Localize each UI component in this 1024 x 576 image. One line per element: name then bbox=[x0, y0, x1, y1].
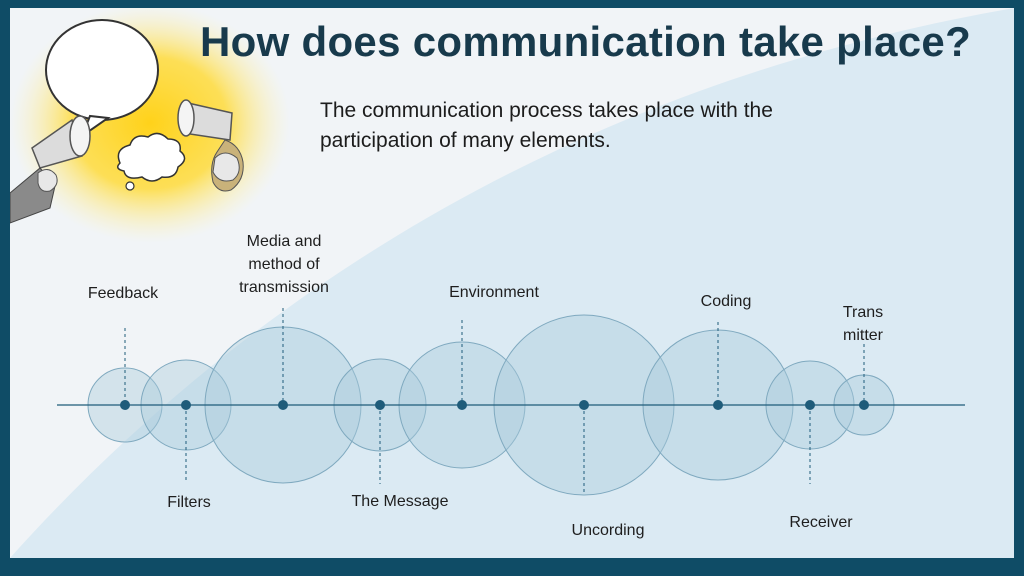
speech-bubble-icon bbox=[45, 19, 159, 139]
node-transmitter bbox=[859, 400, 869, 410]
communication-illustration bbox=[10, 19, 244, 224]
node-receiver bbox=[805, 400, 815, 410]
node-coding bbox=[713, 400, 723, 410]
page-title: How does communication take place? bbox=[200, 18, 972, 65]
label-filters: Filters bbox=[167, 494, 211, 511]
label-uncording: Uncording bbox=[571, 522, 645, 539]
label-environment: Environment bbox=[449, 284, 539, 301]
label-coding: Coding bbox=[700, 293, 752, 310]
thought-cloud-icon bbox=[117, 132, 186, 191]
slide: How does communication take place? The c… bbox=[10, 8, 1014, 558]
label-receiver: Receiver bbox=[789, 514, 853, 531]
label-the-message: The Message bbox=[351, 493, 449, 510]
communication-process-diagram bbox=[57, 308, 965, 496]
node-feedback bbox=[120, 400, 130, 410]
page-subtitle: The communication process takes place wi… bbox=[320, 99, 773, 152]
node-filters bbox=[181, 400, 191, 410]
background-wedge bbox=[10, 8, 1014, 558]
megaphone-icon bbox=[177, 99, 244, 192]
node-environment bbox=[457, 400, 467, 410]
label-transmitter: Trans mitter bbox=[842, 304, 884, 344]
label-feedback: Feedback bbox=[87, 285, 159, 302]
node-media-and-method-of-transmission bbox=[278, 400, 288, 410]
node-the-message bbox=[375, 400, 385, 410]
node-uncording bbox=[579, 400, 589, 410]
megaphone-icon bbox=[10, 115, 91, 224]
label-media-and-method-of-transmission: Media and method of transmission bbox=[239, 233, 329, 296]
